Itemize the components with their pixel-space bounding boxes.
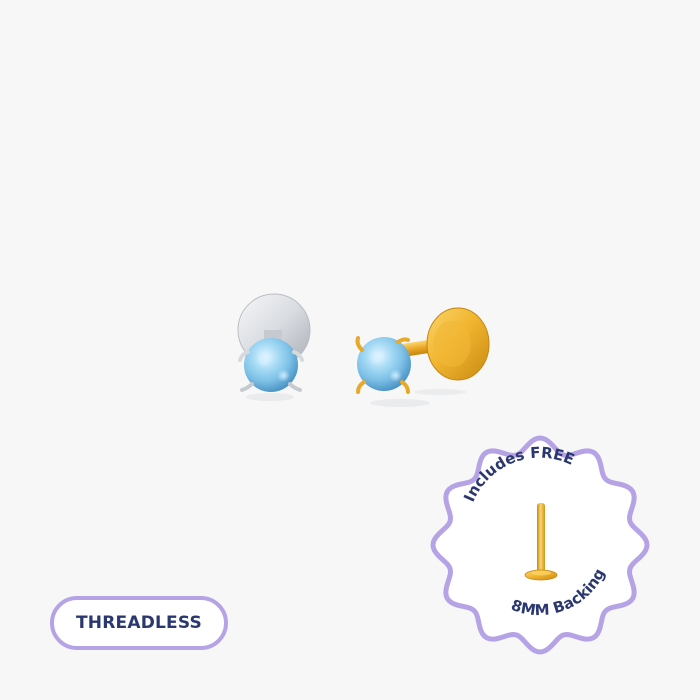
- opal-stud-gold-icon: [355, 307, 490, 407]
- opal-stud-silver-icon: [237, 293, 311, 401]
- threadless-label: THREADLESS: [76, 613, 202, 633]
- flat-back-post-icon: [524, 503, 558, 581]
- threadless-tag: THREADLESS: [50, 596, 228, 650]
- free-backing-badge: Includes FREE 8MM Backing: [430, 435, 650, 655]
